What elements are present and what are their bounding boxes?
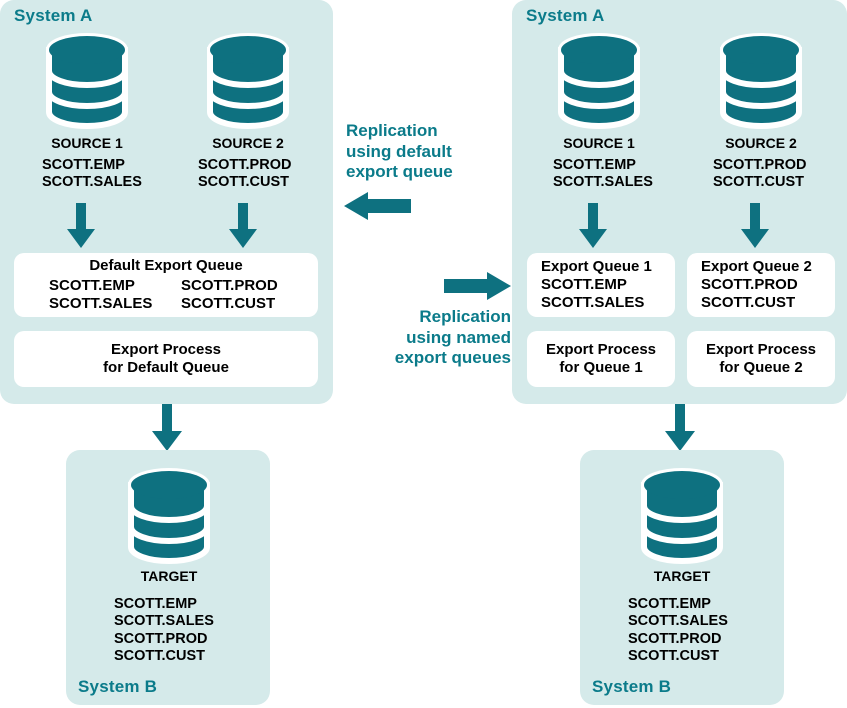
named-replication-note: Replication using named export queues: [351, 307, 511, 369]
left-target-name: TARGET: [140, 568, 198, 584]
left-source-1-name: SOURCE 1: [51, 135, 123, 151]
table-name: SCOTT.PROD: [181, 276, 278, 294]
arrow-right-icon: [443, 270, 511, 307]
right-system-a-label: System A: [526, 6, 605, 25]
right-target-tables: SCOTT.EMP SCOTT.SALES SCOTT.PROD SCOTT.C…: [628, 596, 728, 666]
right-source-2-tables: SCOTT.PROD SCOTT.CUST: [713, 157, 806, 192]
queue-title: Export Queue 1: [541, 257, 652, 275]
export-queue-2-box[interactable]: Export Queue 2 SCOTT.PROD SCOTT.CUST: [687, 253, 835, 317]
left-system-a-label: System A: [14, 6, 93, 25]
note-line-2: using named: [406, 327, 511, 347]
process-line-2: for Default Queue: [103, 359, 229, 376]
table-name: SCOTT.SALES: [553, 174, 653, 191]
database-icon: [639, 467, 725, 570]
table-name: SCOTT.EMP: [553, 157, 636, 173]
left-source-2-tables: SCOTT.PROD SCOTT.CUST: [198, 157, 291, 192]
table-name: SCOTT.EMP: [628, 596, 711, 612]
table-name: SCOTT.EMP: [114, 596, 197, 612]
note-line-1: Replication: [419, 307, 511, 326]
arrow-left-icon: [344, 190, 412, 227]
right-system-b-label: System B: [592, 677, 672, 696]
arrow-down-icon: [66, 203, 96, 254]
table-name: SCOTT.CUST: [181, 295, 276, 313]
table-name: SCOTT.PROD: [628, 630, 722, 647]
arrow-down-icon: [151, 404, 183, 457]
right-source-2-name: SOURCE 2: [725, 135, 797, 151]
process-line-1: Export Process: [705, 340, 817, 358]
table-name: SCOTT.EMP: [541, 275, 627, 293]
process-line-2: for Queue 1: [559, 359, 643, 376]
process-line-1: Export Process: [545, 340, 657, 358]
arrow-down-icon: [578, 203, 608, 254]
note-line-2: using default: [346, 141, 452, 161]
queue-title: Default Export Queue: [89, 256, 243, 274]
table-name: SCOTT.CUST: [701, 294, 796, 312]
note-line-1: Replication: [346, 121, 438, 140]
arrow-down-icon: [228, 203, 258, 254]
database-icon: [556, 32, 642, 135]
arrow-down-icon: [664, 404, 696, 457]
note-line-3: export queue: [346, 162, 453, 182]
export-queue-1-box[interactable]: Export Queue 1 SCOTT.EMP SCOTT.SALES: [527, 253, 675, 317]
left-source-1-tables: SCOTT.EMP SCOTT.SALES: [42, 157, 142, 192]
default-export-process-box[interactable]: Export Process for Default Queue: [14, 331, 318, 387]
left-system-b-label: System B: [78, 677, 158, 696]
table-name: SCOTT.CUST: [198, 174, 290, 191]
right-source-1-tables: SCOTT.EMP SCOTT.SALES: [553, 157, 653, 192]
note-line-3: export queues: [394, 348, 511, 368]
table-name: SCOTT.SALES: [114, 613, 214, 630]
export-process-2-box[interactable]: Export Process for Queue 2: [687, 331, 835, 387]
table-name: SCOTT.PROD: [198, 157, 292, 173]
database-icon: [718, 32, 804, 135]
table-name: SCOTT.SALES: [628, 613, 728, 630]
table-name: SCOTT.CUST: [628, 648, 720, 665]
database-icon: [126, 467, 212, 570]
export-process-1-box[interactable]: Export Process for Queue 1: [527, 331, 675, 387]
table-name: SCOTT.EMP: [49, 276, 135, 294]
table-name: SCOTT.CUST: [713, 174, 805, 191]
table-name: SCOTT.SALES: [49, 295, 153, 313]
default-replication-note: Replication using default export queue: [346, 121, 506, 183]
process-line-2: for Queue 2: [719, 359, 803, 376]
database-icon: [44, 32, 130, 135]
table-name: SCOTT.PROD: [713, 157, 807, 173]
table-name: SCOTT.CUST: [114, 648, 206, 665]
process-line-1: Export Process: [110, 340, 222, 358]
table-name: SCOTT.PROD: [114, 630, 208, 647]
queue-title: Export Queue 2: [701, 257, 812, 275]
table-name: SCOTT.SALES: [42, 174, 142, 191]
right-source-1-name: SOURCE 1: [563, 135, 635, 151]
left-target-tables: SCOTT.EMP SCOTT.SALES SCOTT.PROD SCOTT.C…: [114, 596, 214, 666]
table-name: SCOTT.PROD: [701, 275, 798, 293]
left-source-2-name: SOURCE 2: [212, 135, 284, 151]
default-export-queue-box[interactable]: Default Export Queue SCOTT.EMP SCOTT.SAL…: [14, 253, 318, 317]
database-icon: [205, 32, 291, 135]
table-name: SCOTT.EMP: [42, 157, 125, 173]
right-target-name: TARGET: [653, 568, 711, 584]
table-name: SCOTT.SALES: [541, 294, 645, 312]
arrow-down-icon: [740, 203, 770, 254]
